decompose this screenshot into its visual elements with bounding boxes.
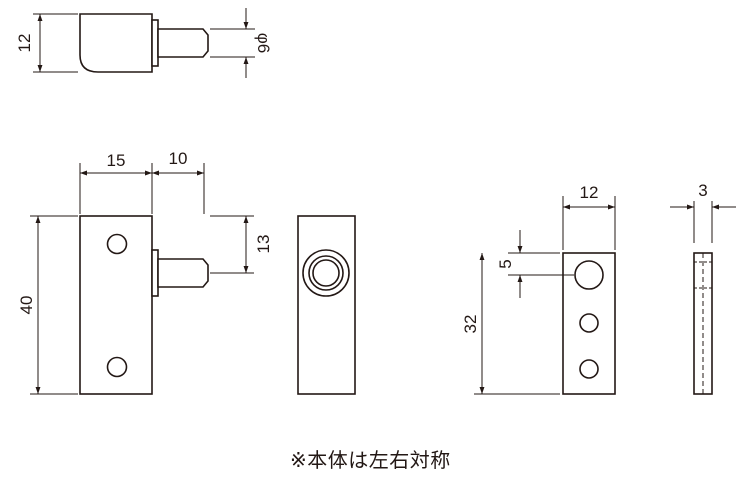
top-view-dimensions bbox=[33, 8, 255, 78]
front-view bbox=[79, 215, 209, 395]
dim-plate-width: 12 bbox=[580, 183, 599, 202]
dim-plate-thickness: 3 bbox=[698, 181, 707, 200]
dim-pin-offset: 13 bbox=[254, 235, 273, 254]
plate-view bbox=[562, 252, 616, 395]
dim-total-height: 40 bbox=[17, 296, 36, 315]
plate-dimensions bbox=[474, 196, 616, 395]
plate-side-view bbox=[693, 252, 713, 395]
dim-hole-gap: 5 bbox=[496, 259, 515, 268]
top-view bbox=[79, 13, 209, 73]
dim-hole-pitch: 32 bbox=[461, 315, 480, 334]
dim-pin-diameter: φ6 bbox=[254, 33, 273, 53]
plate-side-dimensions bbox=[670, 201, 736, 394]
end-view bbox=[297, 215, 356, 395]
dim-top-height: 12 bbox=[15, 34, 34, 53]
dim-body-width: 15 bbox=[107, 151, 126, 170]
dim-pin-length: 10 bbox=[169, 149, 188, 168]
symmetry-note: ※本体は左右対称 bbox=[290, 448, 451, 472]
front-view-dimensions bbox=[30, 163, 254, 395]
